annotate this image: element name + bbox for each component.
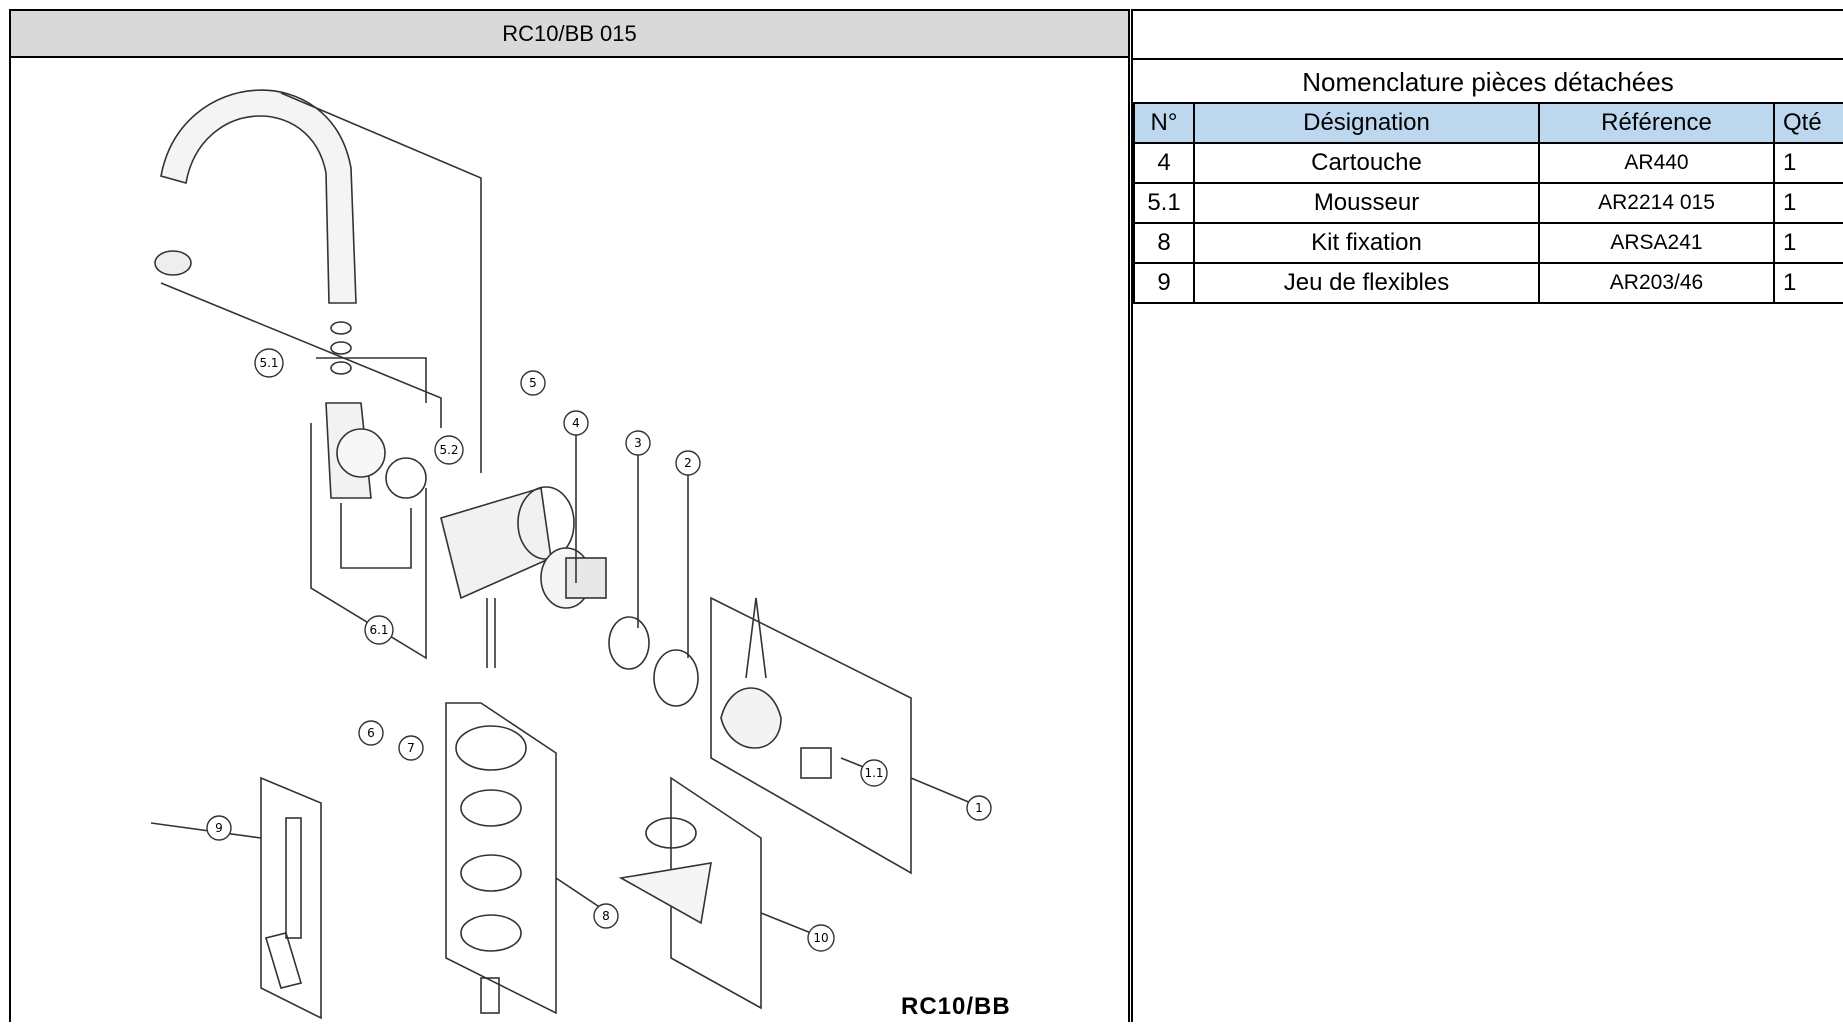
svg-text:6.1: 6.1 [369,623,388,637]
cap [653,649,699,707]
table-row: 5.1 Mousseur AR2214 015 1 [1133,182,1843,224]
row-number: 5.1 [1133,182,1195,224]
table-header-row: N° Désignation Référence Qté [1133,102,1843,144]
nomenclature-title: Nomenclature pièces détachées [1133,58,1843,104]
svg-text:9: 9 [215,821,223,835]
callout-5-1: 5.1 [254,348,284,378]
svg-text:4: 4 [572,416,580,430]
callout-5: 5 [520,370,546,396]
header-reference: Référence [1538,102,1775,144]
svg-text:5.1: 5.1 [259,356,278,370]
table-row: 8 Kit fixation ARSA241 1 [1133,222,1843,264]
row-designation: Mousseur [1193,182,1540,224]
svg-text:5: 5 [529,376,537,390]
header-number: N° [1133,102,1195,144]
row-number: 4 [1133,142,1195,184]
callout-9: 9 [206,815,232,841]
main-body [440,486,552,600]
row-quantity: 1 [1773,222,1843,264]
row-quantity: 1 [1773,142,1843,184]
callout-1: 1 [966,795,992,821]
row-reference: AR203/46 [1538,262,1775,304]
header-designation: Désignation [1193,102,1540,144]
row-designation: Cartouche [1193,142,1540,184]
svg-text:8: 8 [602,909,610,923]
svg-text:1: 1 [975,801,983,815]
row-reference: AR2214 015 [1538,182,1775,224]
callout-4: 4 [563,410,589,436]
exploded-drawing: 1 1.1 2 3 4 5 5.1 5.2 6 6.1 7 8 9 10 [150,89,992,1020]
table-row: 4 Cartouche AR440 1 [1133,142,1843,184]
row-designation: Kit fixation [1193,222,1540,264]
callout-10: 10 [807,924,835,952]
diagram-caption: RC10/BB [901,993,1011,1020]
svg-text:6: 6 [367,726,375,740]
callout-5-2: 5.2 [434,435,464,465]
callout-6: 6 [358,720,384,746]
svg-text:1.1: 1.1 [864,766,883,780]
row-reference: ARSA241 [1538,222,1775,264]
aerator [154,250,192,276]
svg-text:10: 10 [813,931,828,945]
callout-3: 3 [625,430,651,456]
callout-6-1: 6.1 [364,615,394,645]
row-number: 8 [1133,222,1195,264]
callout-2: 2 [675,450,701,476]
nomenclature-panel: Nomenclature pièces détachées N° Désigna… [1131,9,1843,1022]
table-row: 9 Jeu de flexibles AR203/46 1 [1133,262,1843,304]
callout-1-1: 1.1 [860,759,888,787]
svg-text:5.2: 5.2 [439,443,458,457]
row-number: 9 [1133,262,1195,304]
svg-text:2: 2 [684,456,692,470]
header-quantity: Qté [1773,102,1843,144]
row-reference: AR440 [1538,142,1775,184]
row-quantity: 1 [1773,182,1843,224]
callout-7: 7 [398,735,424,761]
spout [160,89,357,304]
drawing-title: RC10/BB 015 [11,11,1128,58]
exploded-view-panel: RC10/BB 015 [9,9,1130,1022]
row-designation: Jeu de flexibles [1193,262,1540,304]
svg-text:7: 7 [407,741,415,755]
svg-text:3: 3 [634,436,642,450]
callout-8: 8 [593,903,619,929]
handle [720,687,782,749]
parts-table: N° Désignation Référence Qté 4 Cartouche… [1133,102,1843,304]
row-quantity: 1 [1773,262,1843,304]
ring [608,616,650,670]
